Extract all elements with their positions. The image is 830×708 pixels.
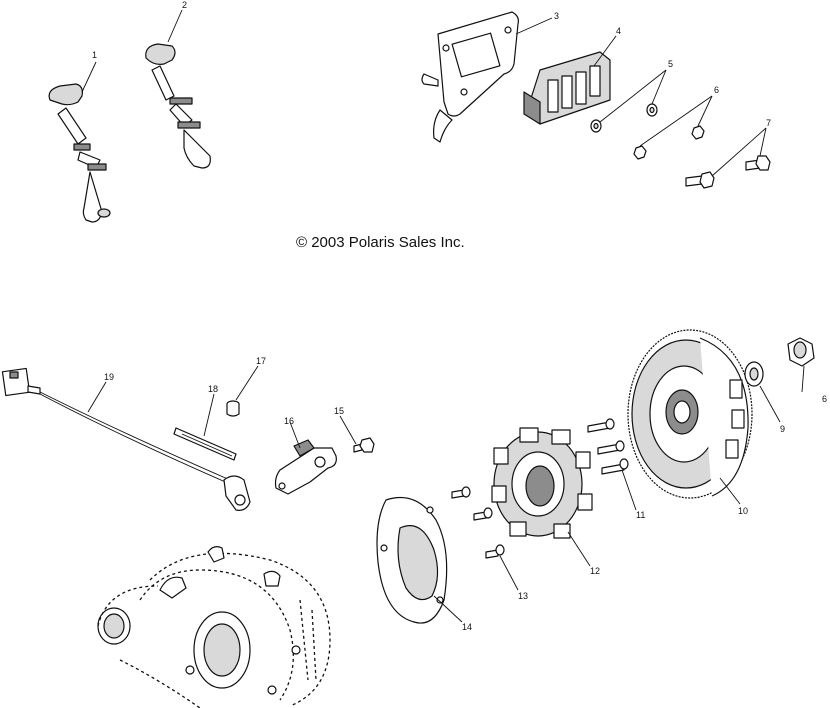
part-16-sensor-bracket bbox=[274, 439, 337, 495]
part-12-stator bbox=[491, 427, 593, 539]
part-15-screw bbox=[353, 437, 375, 453]
part-2-spark-plug-lead bbox=[145, 43, 211, 169]
callout-4: 4 bbox=[616, 26, 621, 36]
part-4-voltage-regulator bbox=[523, 51, 611, 125]
callout-6-nut: 6 bbox=[822, 394, 827, 404]
part-6-nuts bbox=[633, 125, 705, 160]
callout-leader-lines bbox=[81, 9, 805, 623]
callout-12: 12 bbox=[590, 566, 600, 576]
part-10-flywheel bbox=[627, 329, 753, 499]
callout-2: 2 bbox=[182, 0, 187, 10]
callout-7: 7 bbox=[766, 118, 771, 128]
callout-19: 19 bbox=[104, 372, 114, 382]
part-18-cable-tie bbox=[173, 427, 237, 461]
part-19-wiring-harness bbox=[1, 367, 251, 511]
part-3-bracket bbox=[421, 11, 519, 143]
copyright-notice: © 2003 Polaris Sales Inc. bbox=[296, 234, 465, 251]
callout-6: 6 bbox=[714, 85, 719, 95]
callout-5: 5 bbox=[668, 59, 673, 69]
callout-13: 13 bbox=[518, 591, 528, 601]
part-17-screw bbox=[226, 400, 240, 417]
callout-15: 15 bbox=[334, 406, 344, 416]
part-11-bolts bbox=[587, 418, 629, 475]
callout-14: 14 bbox=[462, 622, 472, 632]
callout-16: 16 bbox=[284, 416, 294, 426]
part-5-washers bbox=[590, 103, 658, 133]
callout-11: 11 bbox=[636, 510, 645, 520]
part-7-bolts bbox=[685, 155, 771, 189]
part-9-washer bbox=[744, 361, 764, 387]
callout-numbers: 1 2 3 4 5 6 7 6 9 10 11 12 13 14 15 16 1… bbox=[92, 0, 827, 632]
part-1-spark-plug-lead bbox=[48, 83, 111, 223]
part-flywheel-nut bbox=[787, 337, 815, 367]
callout-9: 9 bbox=[780, 424, 785, 434]
callout-3: 3 bbox=[554, 11, 559, 21]
callout-1: 1 bbox=[92, 50, 97, 60]
crankcase-phantom bbox=[97, 546, 331, 708]
part-13-screws bbox=[451, 486, 505, 559]
callout-18: 18 bbox=[208, 384, 218, 394]
callout-10: 10 bbox=[738, 506, 748, 516]
part-14-stator-plate bbox=[376, 496, 448, 624]
callout-17: 17 bbox=[256, 356, 266, 366]
